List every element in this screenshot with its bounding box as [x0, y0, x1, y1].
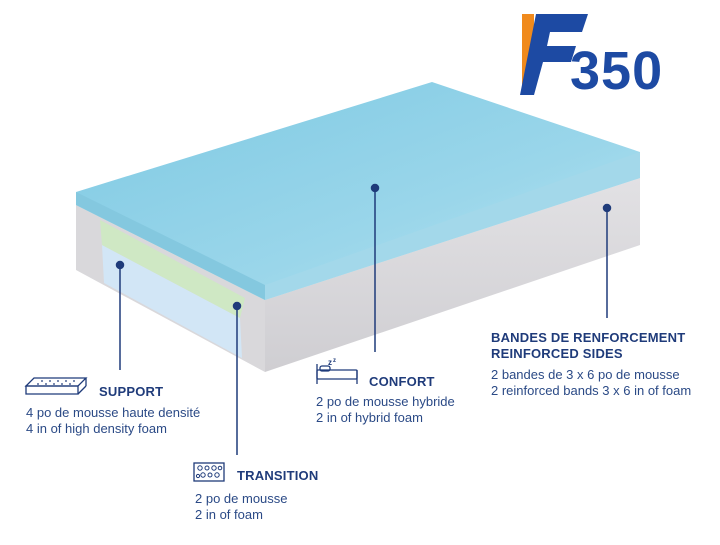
transition-line-en: 2 in of foam	[195, 507, 263, 522]
transition-callout: TRANSITION	[237, 468, 318, 483]
transition-description: 2 po de mousse 2 in of foam	[195, 491, 288, 523]
mattress-side-face	[265, 178, 640, 372]
confort-dot	[370, 183, 380, 193]
leader-lines	[115, 183, 612, 455]
transition-dot	[232, 301, 242, 311]
sides-callout: BANDES DE RENFORCEMENT REINFORCED SIDES …	[491, 330, 691, 399]
confort-callout: CONFORT	[369, 374, 435, 389]
svg-text:z: z	[328, 358, 332, 367]
comfort-top-layer	[76, 82, 640, 300]
foam-block-icon	[24, 377, 88, 395]
sides-title-en: REINFORCED SIDES	[491, 346, 623, 361]
support-layer	[102, 245, 242, 358]
support-callout: SUPPORT	[99, 384, 163, 399]
support-dot	[115, 260, 125, 270]
foam-cells-icon	[193, 462, 225, 482]
confort-line-en: 2 in of hybrid foam	[316, 410, 423, 425]
svg-text:z: z	[333, 358, 336, 364]
support-title: SUPPORT	[99, 384, 164, 399]
sides-line-en: 2 reinforced bands 3 x 6 in of foam	[491, 383, 692, 398]
confort-title: CONFORT	[369, 374, 435, 389]
comfort-edge	[76, 192, 265, 300]
f350-logo-icon	[520, 14, 588, 95]
transition-layer	[100, 220, 245, 318]
confort-line-fr: 2 po de mousse hybride	[316, 394, 455, 409]
comfort-side-edge	[265, 152, 640, 300]
support-line-fr: 4 po de mousse haute densité	[26, 405, 201, 420]
support-line-en: 4 in of high density foam	[26, 421, 167, 436]
transition-line-fr: 2 po de mousse	[195, 491, 288, 506]
sides-line-fr: 2 bandes de 3 x 6 po de mousse	[491, 367, 680, 382]
confort-description: 2 po de mousse hybride 2 in of hybrid fo…	[316, 394, 455, 426]
logo-number: 350	[570, 41, 664, 101]
sides-title-fr: BANDES DE RENFORCEMENT	[491, 330, 686, 345]
sides-dot	[602, 203, 612, 213]
support-description: 4 po de mousse haute densité 4 in of hig…	[26, 405, 200, 437]
transition-title: TRANSITION	[237, 468, 319, 483]
bed-icon: z z	[316, 358, 358, 384]
